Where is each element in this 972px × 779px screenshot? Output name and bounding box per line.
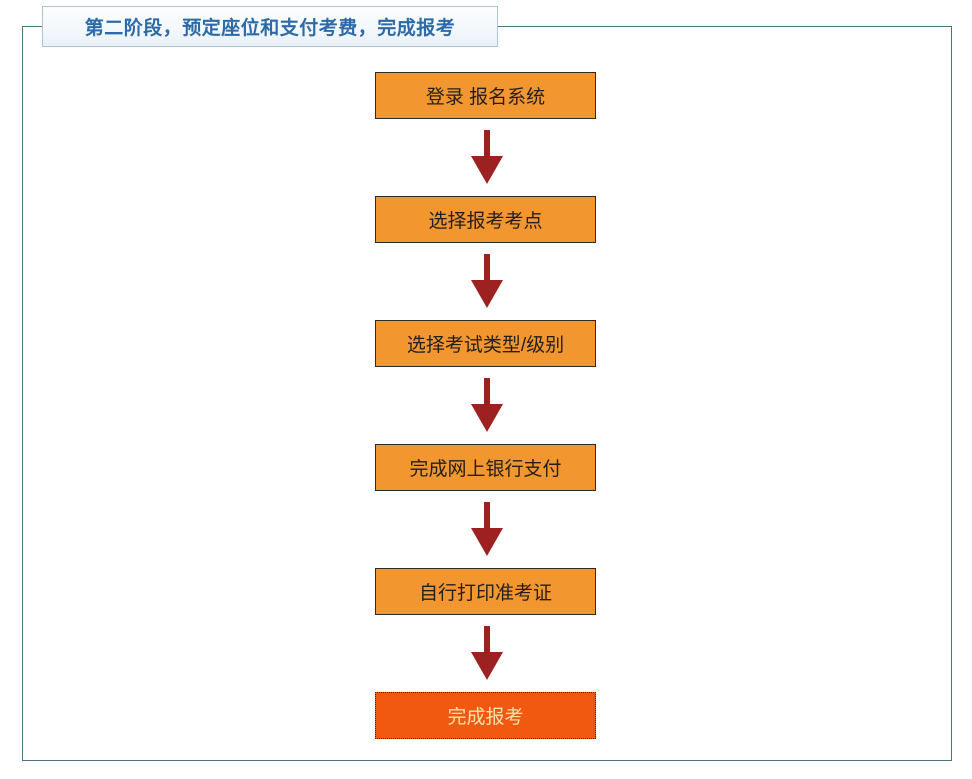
arrow-down-icon-5 bbox=[467, 626, 507, 682]
arrow-down-icon-2 bbox=[467, 254, 507, 310]
flow-node-label: 完成报考 bbox=[447, 707, 524, 728]
flow-node-label: 选择考试类型/级别 bbox=[406, 335, 565, 356]
flow-node-step-3[interactable]: 选择考试类型/级别 bbox=[375, 320, 596, 367]
stage-title-chip: 第二阶段，预定座位和支付考费，完成报考 bbox=[42, 6, 498, 47]
flow-node-label: 选择报考考点 bbox=[428, 211, 543, 232]
flow-node-label: 自行打印准考证 bbox=[418, 583, 552, 604]
flow-node-step-1[interactable]: 登录 报名系统 bbox=[375, 72, 596, 119]
arrow-down-icon-1 bbox=[467, 130, 507, 186]
flow-node-step-6[interactable]: 完成报考 bbox=[375, 692, 596, 739]
arrow-down-icon-3 bbox=[467, 378, 507, 434]
flow-node-step-5[interactable]: 自行打印准考证 bbox=[375, 568, 596, 615]
arrow-down-icon-4 bbox=[467, 502, 507, 558]
flow-node-step-2[interactable]: 选择报考考点 bbox=[375, 196, 596, 243]
flow-node-label: 登录 报名系统 bbox=[425, 87, 546, 108]
page-title: 第二阶段，预定座位和支付考费，完成报考 bbox=[84, 18, 456, 39]
flow-node-label: 完成网上银行支付 bbox=[409, 459, 562, 480]
flow-node-step-4[interactable]: 完成网上银行支付 bbox=[375, 444, 596, 491]
